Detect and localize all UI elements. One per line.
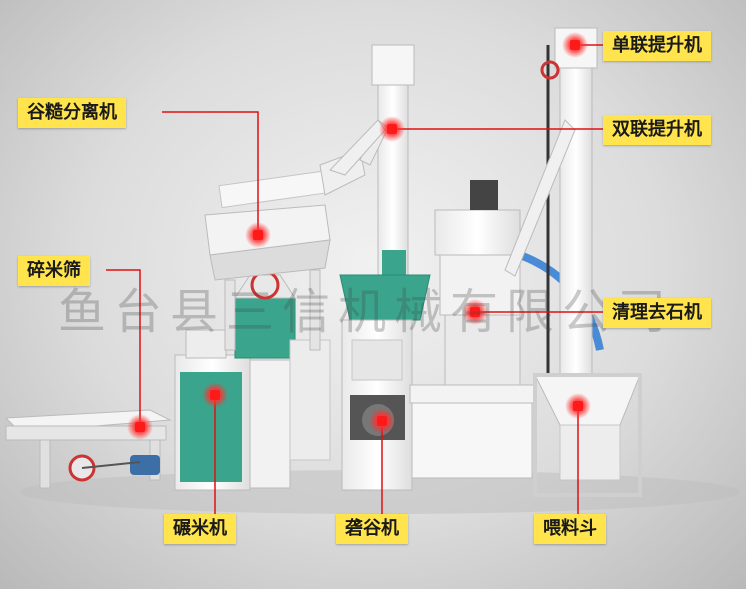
company-watermark: 鱼台县三信机械有限公司	[58, 284, 675, 340]
marker-destoner	[462, 299, 488, 325]
rice-mill-machine	[174, 270, 331, 491]
marker-rice-mill	[202, 382, 228, 408]
destoner-machine	[409, 180, 604, 479]
label-rice-mill: 碾米机	[164, 514, 236, 544]
double-elevator-machine	[329, 44, 431, 321]
marker-broken-rice-sieve	[127, 414, 153, 440]
broken-rice-sieve-machine	[4, 409, 172, 489]
label-double-elevator: 双联提升机	[603, 115, 711, 145]
husker-machine	[341, 319, 413, 491]
marker-feed-hopper	[565, 393, 591, 419]
marker-single-elevator	[562, 32, 588, 58]
label-single-elevator: 单联提升机	[603, 31, 711, 61]
leader-husk-separator	[162, 111, 259, 235]
marker-double-elevator	[379, 116, 405, 142]
label-feed-hopper: 喂料斗	[534, 514, 606, 544]
label-husk-separator: 谷糙分离机	[18, 98, 126, 128]
label-destoner: 清理去石机	[603, 298, 711, 328]
label-husker: 砻谷机	[336, 514, 408, 544]
marker-husker	[369, 408, 395, 434]
marker-husk-separator	[245, 222, 271, 248]
markers	[127, 32, 591, 440]
label-broken-rice-sieve: 碎米筛	[18, 256, 90, 286]
leader-broken-rice-sieve	[106, 269, 141, 427]
leader-lines	[106, 44, 603, 518]
